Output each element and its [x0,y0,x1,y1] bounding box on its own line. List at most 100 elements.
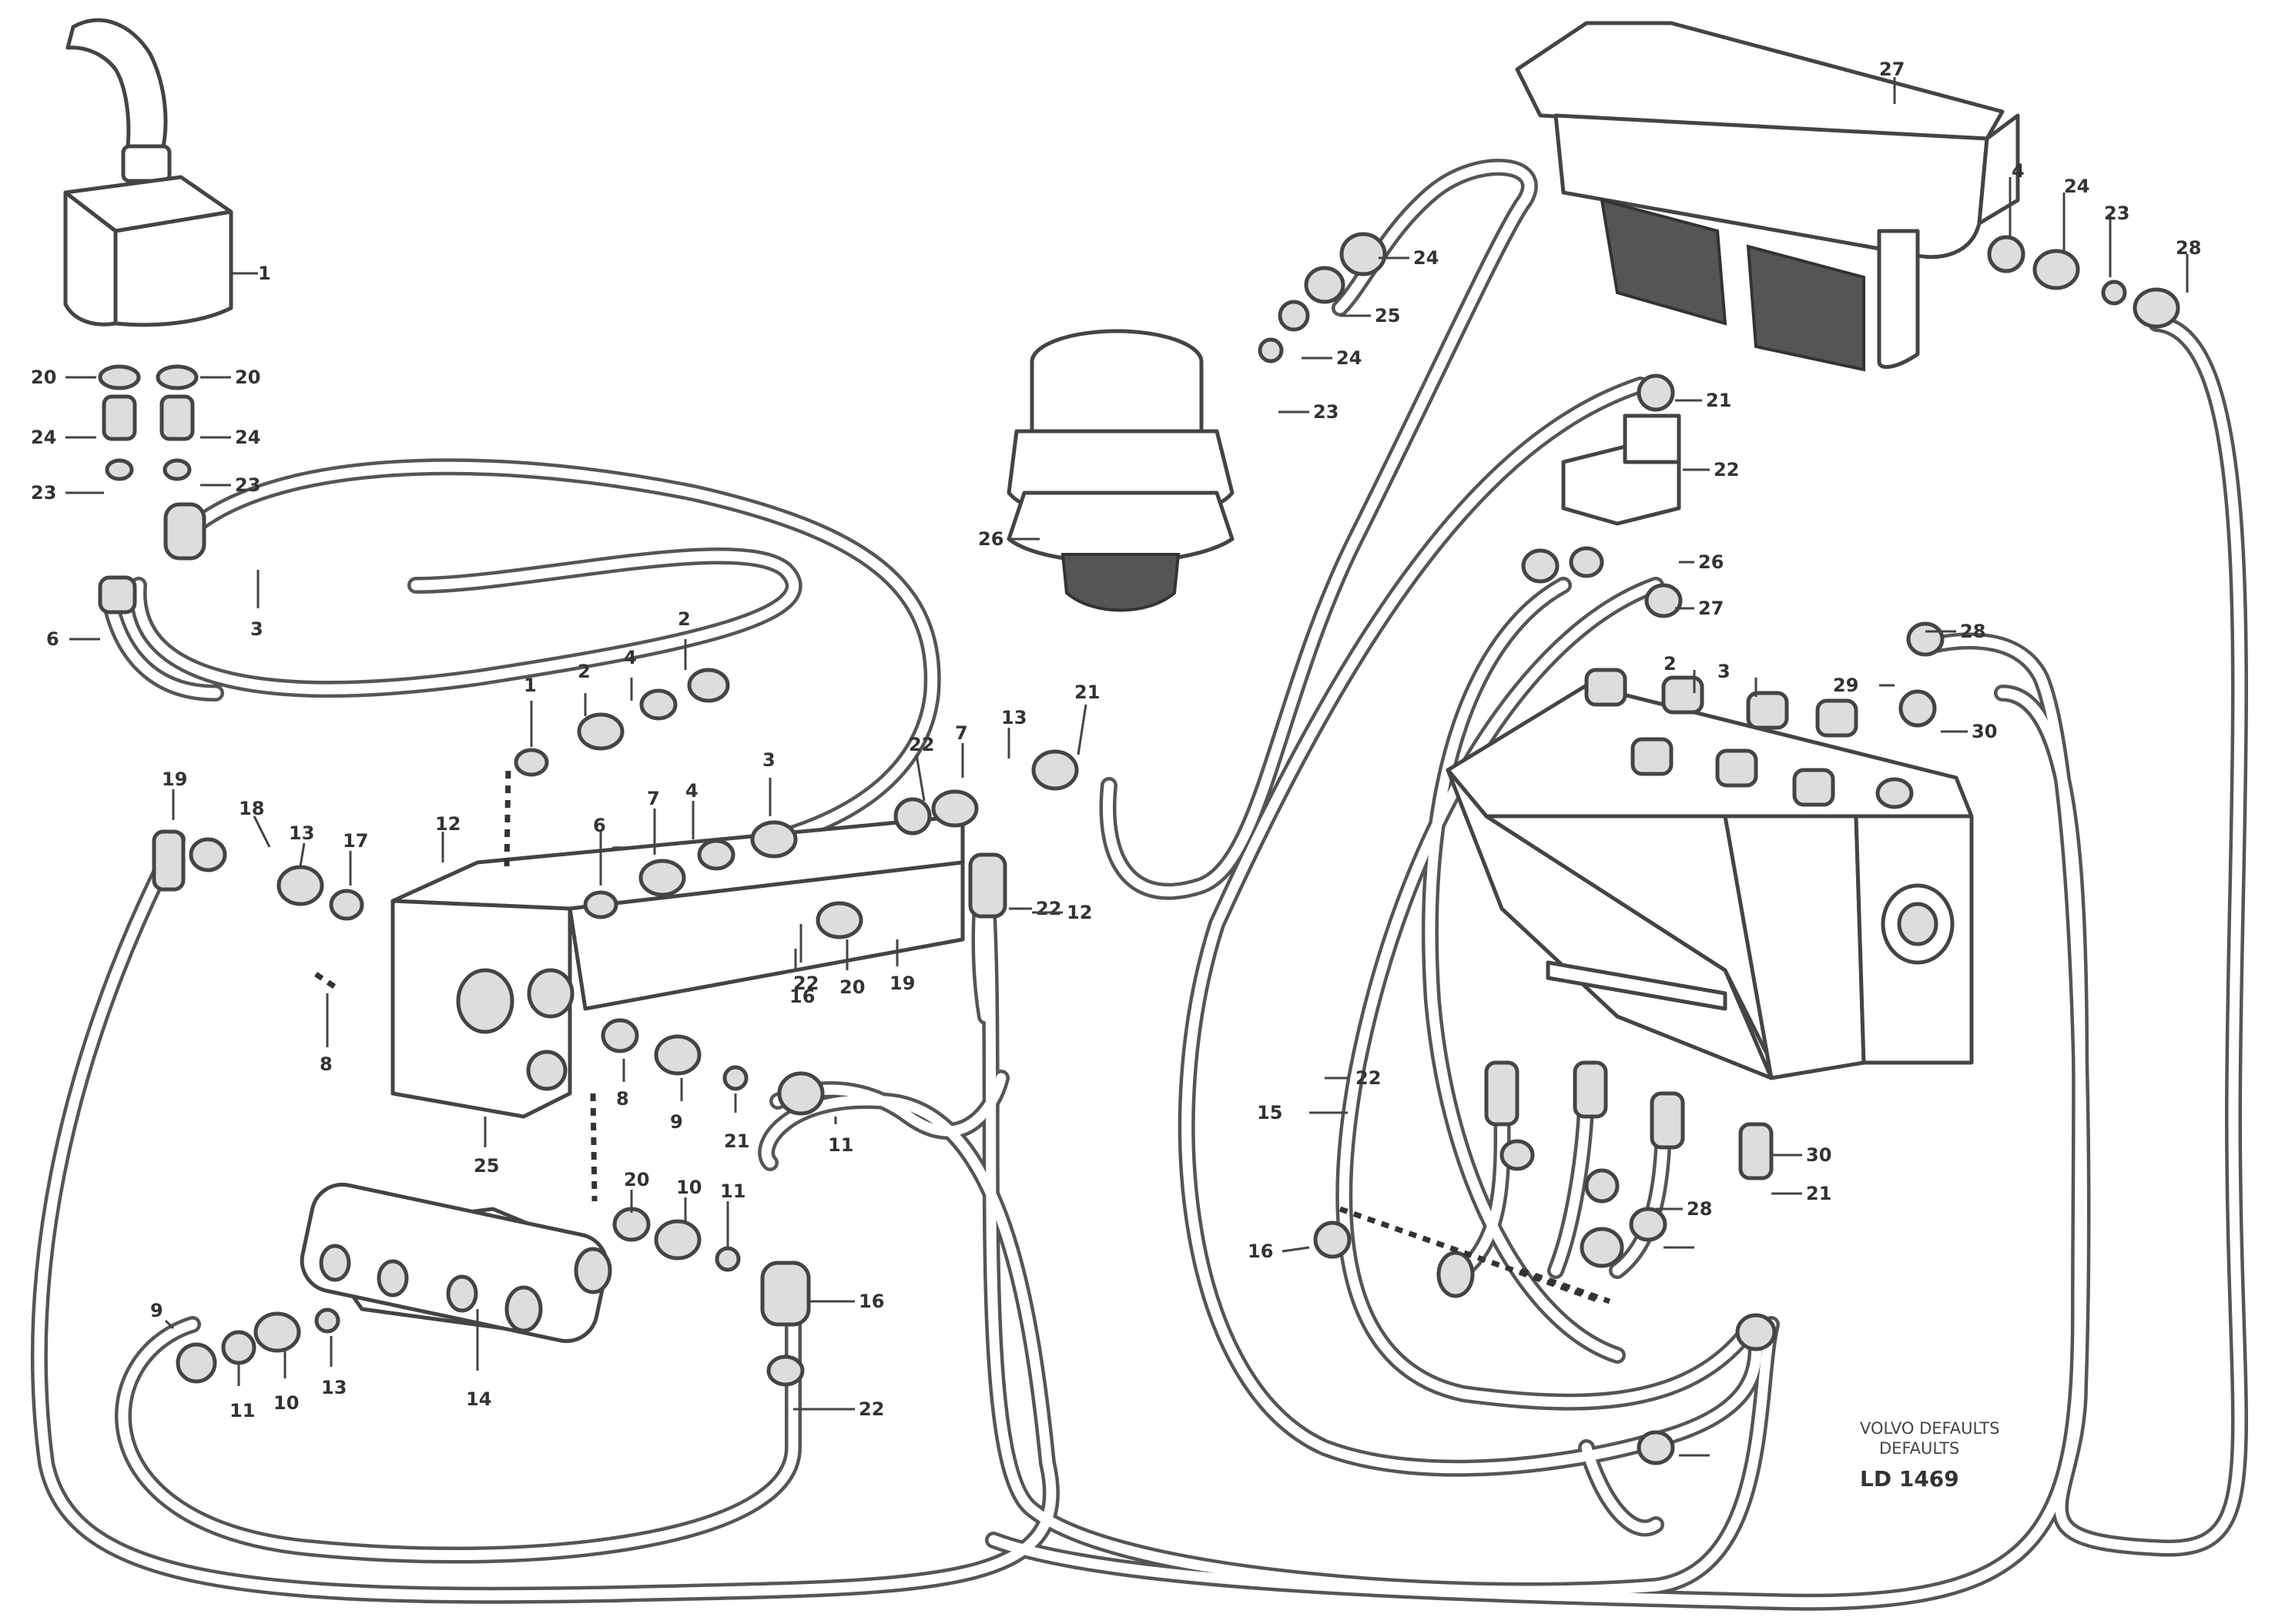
drawing-ref-line1: VOLVO DEFAULTS [1860,1419,1999,1438]
callout: 8 [320,993,333,1075]
callout: 26 [1679,551,1724,573]
svg-text:26: 26 [978,528,1003,550]
callout: 26 [978,528,1040,550]
callout: 12 [1032,902,1092,923]
callout: 2 [678,608,691,670]
lower-manifold [176,1182,811,1387]
callout: 13 [289,822,314,867]
callout: 25 [474,1117,499,1177]
svg-text:10: 10 [273,1392,299,1414]
svg-text:30: 30 [1806,1144,1831,1166]
svg-text:9: 9 [670,1111,683,1133]
svg-text:24: 24 [1336,347,1362,369]
callout: 19 [162,768,187,820]
drawing-ref-line2: DEFAULTS [1879,1439,1959,1458]
svg-text:23: 23 [1313,401,1339,423]
callout: 3 [250,570,263,640]
callout: 19 [890,939,915,994]
svg-text:7: 7 [647,788,660,809]
svg-text:24: 24 [235,427,260,448]
svg-text:22: 22 [793,973,819,994]
svg-text:25: 25 [474,1155,499,1177]
callout: 1 [231,263,271,284]
callout: 10 [676,1177,702,1224]
svg-text:23: 23 [235,474,260,496]
callout: 24 [31,427,96,448]
callout: 23 [2104,203,2129,277]
svg-text:23: 23 [31,482,56,504]
callout: 22 [793,924,819,994]
svg-text:13: 13 [289,822,314,844]
callout: 9 [150,1300,175,1330]
svg-text:21: 21 [1706,390,1731,411]
drawing-reference: VOLVO DEFAULTS DEFAULTS LD 1469 [1860,1419,1999,1492]
upper-valve-bank [1515,21,2180,372]
callout: 16 [809,1291,884,1312]
callout: 4 [685,780,699,839]
svg-text:12: 12 [435,813,461,835]
callout: 20 [839,939,865,998]
main-control-valve [1313,546,1974,1465]
svg-text:16: 16 [1248,1241,1273,1262]
svg-text:28: 28 [1687,1198,1712,1220]
callout: 12 [435,813,461,862]
svg-text:9: 9 [150,1300,163,1321]
callout: 1 [524,675,537,747]
svg-text:6: 6 [46,628,59,650]
callout: 3 [762,749,776,816]
svg-text:15: 15 [1257,1102,1282,1123]
svg-text:23: 23 [2104,203,2129,224]
callout: 16 [1248,1241,1310,1262]
distribution-block [152,668,1079,1202]
svg-text:1: 1 [524,675,537,696]
callout: 22 [1009,898,1061,919]
callout: 28 [1925,621,1985,642]
callout: 24 [2062,176,2089,254]
svg-text:2: 2 [678,608,691,630]
svg-text:22: 22 [1714,459,1739,481]
callout: 22 [909,734,934,802]
callout: 20 [31,367,96,388]
callout: 4 [2009,160,2025,239]
svg-text:20: 20 [235,367,260,388]
callout: 27 [1675,598,1724,619]
callout: 13 [1001,707,1027,758]
callout: 23 [200,474,260,496]
callout: 6 [46,628,100,650]
hose-lines [31,159,2248,1611]
svg-text:12: 12 [1067,902,1092,923]
callout: 21 [1675,390,1731,411]
svg-text:19: 19 [162,768,187,790]
svg-text:13: 13 [1001,707,1027,728]
svg-text:20: 20 [624,1169,649,1190]
callout: 21 [1074,681,1100,755]
svg-text:21: 21 [1806,1183,1831,1204]
svg-text:21: 21 [1074,681,1100,703]
callout: 28 [1656,1198,1712,1220]
callout: 4 [624,647,637,701]
callout: 8 [616,1059,629,1110]
callout: 20 [624,1169,649,1213]
callout: 2 [578,661,591,716]
callout-labels: 1 20 20 24 24 23 23 3 6 2 2 4 1 3 6 7 4 … [31,59,2201,1457]
svg-text:2: 2 [578,661,591,682]
svg-text:17: 17 [343,830,368,852]
svg-text:19: 19 [890,973,915,994]
callout: 22 [1683,459,1739,481]
callout: 10 [273,1351,299,1414]
svg-text:20: 20 [839,976,865,998]
callout: 24 [1379,247,1439,269]
callout: 11 [720,1180,745,1247]
callout: 18 [239,798,271,848]
callout: 23 [31,482,104,504]
callout: 3 [1717,661,1757,697]
svg-text:24: 24 [2064,176,2089,197]
svg-text:3: 3 [1717,661,1731,682]
svg-text:16: 16 [789,986,815,1007]
svg-text:8: 8 [616,1088,629,1110]
accumulator [1007,232,1387,612]
svg-text:24: 24 [1413,247,1439,269]
callout: 11 [828,1117,853,1156]
svg-text:2: 2 [1664,653,1677,675]
